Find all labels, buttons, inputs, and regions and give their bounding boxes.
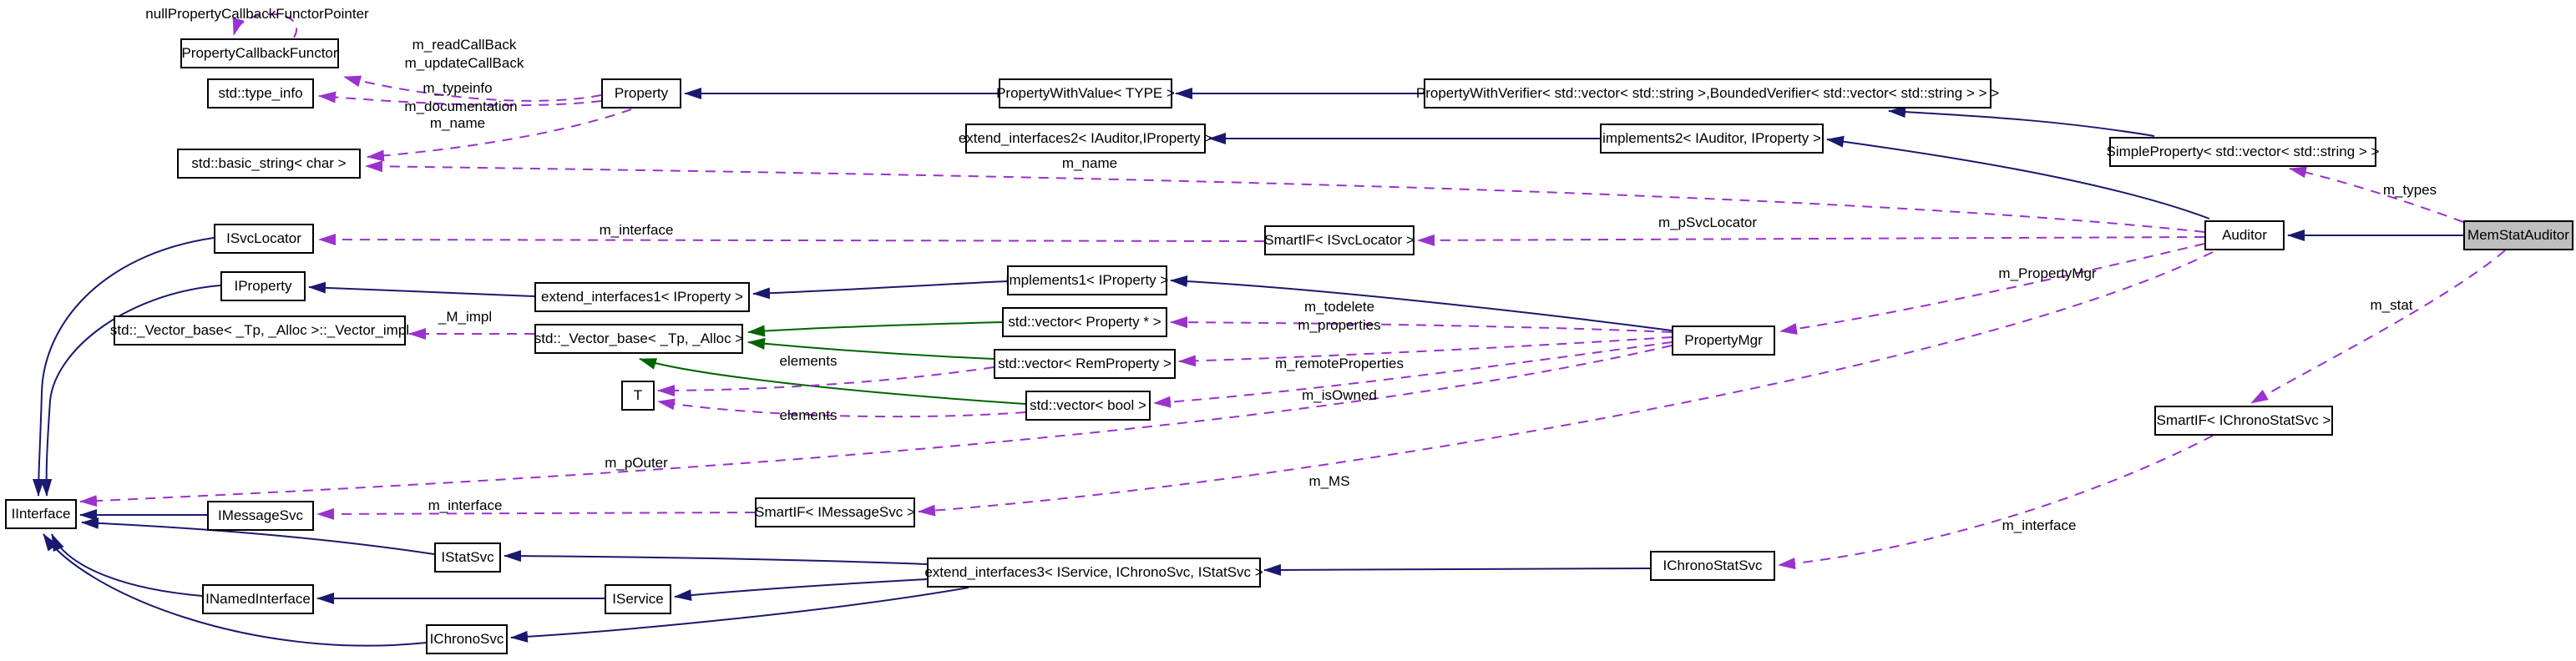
edge-label: _M_impl: [438, 309, 493, 325]
edge-label: m_todelete: [1303, 299, 1375, 315]
edge-std-vector-property-ptr-to-std-vector-base: [747, 321, 1003, 337]
edge-label: m_types: [2382, 182, 2437, 198]
edge-auditor-to-smartif-isvclocator: [1417, 234, 2205, 246]
edge-simple-property-to-property-with-verifier: [1888, 106, 2155, 137]
node-iservice[interactable]: IService: [605, 584, 671, 614]
node-extend-interfaces1[interactable]: extend_interfaces1< IProperty >: [534, 282, 750, 312]
edge-label: m_name: [429, 115, 486, 131]
node-std-vector-base[interactable]: std::_Vector_base< _Tp, _Alloc >: [534, 324, 743, 354]
edge-label: m_name: [1061, 155, 1118, 171]
edge-smartif-isvclocator-to-isvclocator: [318, 234, 1265, 246]
edge-auditor-to-implements2: [1826, 135, 2210, 219]
edge-property-mgr-to-std-vector-bool: [1153, 341, 1673, 408]
edge-label: m_updateCallBack: [404, 55, 524, 71]
edge-property-mgr-to-std-vector-property-ptr: [1170, 316, 1673, 333]
edge-extend-interfaces3-to-istatsvc: [504, 550, 928, 565]
edge-inamedinterface-to-iinterface: [51, 533, 203, 597]
node-istatsvc[interactable]: IStatSvc: [434, 542, 501, 573]
edge-iproperty-to-iinterface: [40, 285, 221, 497]
node-std-vector-remproperty[interactable]: std::vector< RemProperty >: [994, 349, 1176, 379]
node-inamedinterface[interactable]: INamedInterface: [202, 584, 314, 614]
node-ichronosvc[interactable]: IChronoSvc: [426, 624, 508, 654]
edge-label: nullPropertyCallbackFunctorPointer: [145, 6, 369, 22]
edge-ichronostatsvc-to-extend-interfaces3: [1263, 563, 1651, 576]
edge-extend-interfaces3-to-ichronosvc: [510, 587, 969, 643]
edge-label: m_remoteProperties: [1274, 356, 1404, 371]
node-std-basic-string[interactable]: std::basic_string< char >: [177, 149, 361, 179]
node-property-with-value[interactable]: PropertyWithValue< TYPE >: [996, 78, 1175, 108]
node-std-type-info[interactable]: std::type_info: [207, 78, 314, 108]
edge-std-vector-bool-to-std-vector-base: [639, 358, 1026, 405]
edge-extend-interfaces3-to-iservice: [674, 578, 928, 602]
edge-label: m_pOuter: [605, 455, 668, 471]
node-std-vector-property-ptr[interactable]: std::vector< Property * >: [1002, 307, 1167, 337]
edge-label: m_interface: [428, 497, 503, 513]
edge-label: m_documentation: [404, 98, 518, 114]
node-std-vector-bool[interactable]: std::vector< bool >: [1025, 391, 1151, 421]
node-property-with-verifier[interactable]: PropertyWithVerifier< std::vector< std::…: [1416, 78, 1999, 108]
node-extend-interfaces3[interactable]: extend_interfaces3< IService, IChronoSvc…: [924, 558, 1263, 588]
edge-mem-stat-auditor-to-smartif-ichronostatsvc: [2250, 250, 2506, 404]
edge-label: m_isOwned: [1302, 387, 1377, 403]
node-ichronostatsvc[interactable]: IChronoStatSvc: [1650, 551, 1775, 581]
node-mem-stat-auditor: MemStatAuditor: [2463, 220, 2573, 250]
edge-std-vector-bool-to-t: [657, 398, 1026, 418]
edge-label: m_interface: [2002, 517, 2077, 533]
edge-label: m_MS: [1308, 473, 1350, 489]
edge-label: m_interface: [599, 222, 674, 238]
node-imessagesvc[interactable]: IMessageSvc: [207, 501, 314, 531]
edge-property-mgr-to-implements1: [1170, 275, 1673, 331]
node-extend-interfaces2[interactable]: extend_interfaces2< IAuditor,IProperty >: [959, 124, 1212, 154]
edge-property-mgr-to-std-vector-remproperty: [1178, 336, 1673, 367]
node-property-mgr[interactable]: PropertyMgr: [1672, 325, 1775, 356]
edge-auditor-to-property-mgr: [1779, 243, 2205, 335]
edge-smartif-imessagesvc-to-imessagesvc: [316, 507, 756, 520]
edge-label: elements: [779, 407, 838, 423]
edge-extend-interfaces1-to-iproperty: [308, 281, 535, 297]
edge-property-to-std-basic-string: [367, 108, 632, 162]
node-t[interactable]: T: [621, 381, 655, 411]
node-smartif-ichronostatsvc[interactable]: SmartIF< IChronoStatSvc >: [2154, 406, 2333, 436]
edge-label: elements: [779, 353, 838, 369]
edge-std-vector-remproperty-to-std-vector-base: [747, 337, 994, 360]
edge-isvclocator-to-iinterface: [33, 237, 215, 497]
edge-ichronosvc-to-iinterface: [43, 533, 427, 647]
edge-property-mgr-to-iinterface: [79, 345, 1673, 507]
node-property[interactable]: Property: [601, 78, 681, 108]
edge-label: m_typeinfo: [423, 80, 493, 96]
edge-label: m_properties: [1298, 317, 1381, 333]
edge-mem-stat-auditor-to-simple-property: [2289, 166, 2464, 223]
edge-istatsvc-to-iinterface: [81, 517, 435, 555]
node-property-callback-functor[interactable]: PropertyCallbackFunctor: [180, 38, 339, 68]
edge-property-to-property-callback-functor: [343, 75, 602, 102]
node-smartif-imessagesvc[interactable]: SmartIF< IMessageSvc >: [755, 497, 915, 527]
node-vector-impl[interactable]: std::_Vector_base< _Tp, _Alloc >::_Vecto…: [110, 315, 409, 346]
edge-implements1-to-extend-interfaces1: [752, 280, 1008, 300]
edge-label: m_pSvcLocator: [1657, 214, 1758, 230]
edge-std-vector-remproperty-to-t: [657, 366, 994, 396]
node-smartif-isvclocator[interactable]: SmartIF< ISvcLocator >: [1264, 225, 1415, 255]
node-isvclocator[interactable]: ISvcLocator: [214, 224, 314, 254]
node-iproperty[interactable]: IProperty: [220, 271, 306, 301]
node-implements2[interactable]: implements2< IAuditor, IProperty >: [1600, 124, 1824, 154]
edge-auditor-to-smartif-imessagesvc: [918, 251, 2214, 517]
edge-label: m_PropertyMgr: [1998, 265, 2097, 281]
edge-property-to-std-type-info: [318, 91, 602, 107]
edge-label: m_readCallBack: [412, 37, 517, 53]
edge-property-callback-functor-to-property-callback-functor: [232, 13, 297, 38]
node-simple-property[interactable]: SimpleProperty< std::vector< std::string…: [2107, 137, 2379, 167]
node-iinterface[interactable]: IInterface: [5, 499, 77, 529]
node-auditor[interactable]: Auditor: [2204, 220, 2285, 250]
edge-smartif-ichronostatsvc-to-ichronostatsvc: [1778, 435, 2214, 570]
edge-label: m_stat: [2370, 297, 2413, 313]
node-implements1[interactable]: implements1< IProperty >: [1006, 265, 1168, 295]
